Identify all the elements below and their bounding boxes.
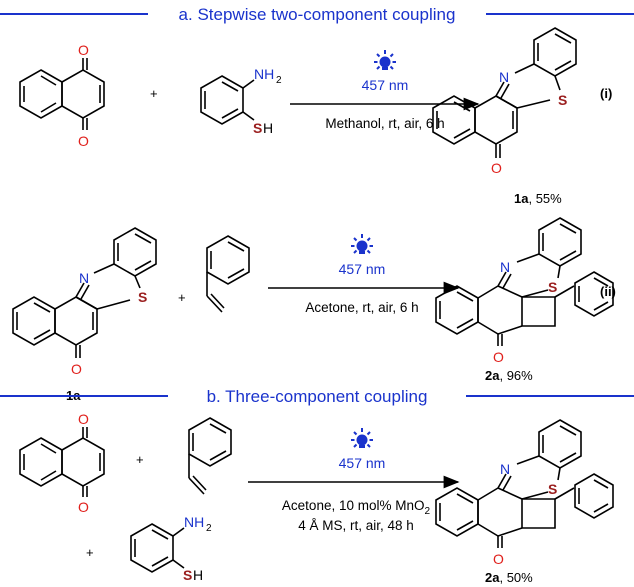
svg-text:S: S <box>548 481 557 497</box>
styrene-reactant-1 <box>206 235 250 313</box>
plus-sign-3: + <box>136 452 144 467</box>
svg-text:S: S <box>183 567 192 583</box>
svg-text:H: H <box>263 120 273 136</box>
svg-text:457 nm: 457 nm <box>362 77 409 93</box>
svg-text:S: S <box>138 289 147 305</box>
blue-lamp-icon <box>350 233 374 255</box>
svg-text:O: O <box>78 499 89 515</box>
svg-text:O: O <box>71 361 82 377</box>
svg-text:S: S <box>558 92 567 108</box>
blue-lamp-icon <box>373 49 397 71</box>
svg-text:S: S <box>548 279 557 295</box>
svg-text:Acetone, rt, air, 6 h: Acetone, rt, air, 6 h <box>305 300 418 315</box>
product-2a-structure-1: N S O <box>435 217 614 365</box>
svg-text:H: H <box>193 567 203 583</box>
svg-text:O: O <box>493 551 504 567</box>
svg-text:NH: NH <box>184 514 204 530</box>
svg-text:N: N <box>500 259 510 275</box>
svg-text:O: O <box>78 411 89 427</box>
reaction-arrow-3: 457 nm Acetone, 10 mol% MnO2 4 Å MS, rt,… <box>248 427 460 533</box>
product-2a-structure-2: N S O <box>435 419 614 567</box>
svg-text:O: O <box>493 349 504 365</box>
reactant-1a-structure: N S O <box>12 227 157 377</box>
reaction-tag-i: (i) <box>600 86 612 101</box>
svg-text:Methanol, rt, air, 6 h: Methanol, rt, air, 6 h <box>325 116 444 131</box>
product-2a-label-1: 2a, 96% <box>485 368 533 383</box>
svg-text:N: N <box>500 461 510 477</box>
product-1a-label: 1a, 55% <box>514 191 562 206</box>
product-2a-label-2: 2a, 50% <box>485 570 533 585</box>
styrene-reactant-2 <box>188 417 232 495</box>
reaction-tag-ii: (ii) <box>600 284 616 299</box>
naphthoquinone-reactant-1: O O <box>19 42 105 149</box>
blue-lamp-icon <box>350 427 374 449</box>
plus-sign-2: + <box>178 290 186 305</box>
svg-text:2: 2 <box>276 75 282 86</box>
svg-text:2: 2 <box>206 523 212 534</box>
reaction-arrow-2: 457 nm Acetone, rt, air, 6 h <box>268 233 460 315</box>
svg-text:NH: NH <box>254 66 274 82</box>
aminothiophenol-reactant-2: NH 2 S H <box>130 514 212 583</box>
product-1a-structure: N S O <box>432 27 577 176</box>
svg-text:457 nm: 457 nm <box>339 261 386 277</box>
section-b-title: b. Three-component coupling <box>207 387 428 406</box>
reaction-arrow-1: 457 nm Methanol, rt, air, 6 h <box>290 49 480 131</box>
svg-text:N: N <box>499 69 509 85</box>
svg-text:O: O <box>78 133 89 149</box>
svg-text:O: O <box>491 160 502 176</box>
svg-text:S: S <box>253 120 262 136</box>
plus-sign-1: + <box>150 86 158 101</box>
naphthoquinone-reactant-2: O O <box>19 411 105 515</box>
svg-text:Acetone, 10 mol% MnO2: Acetone, 10 mol% MnO2 <box>282 498 431 517</box>
aminothiophenol-reactant-1: NH 2 S H <box>200 66 282 136</box>
section-a-title: a. Stepwise two-component coupling <box>179 5 456 24</box>
svg-text:4 Å MS, rt, air, 48 h: 4 Å MS, rt, air, 48 h <box>298 518 414 533</box>
svg-text:N: N <box>79 270 89 286</box>
svg-text:457 nm: 457 nm <box>339 455 386 471</box>
plus-sign-4: + <box>86 545 94 560</box>
svg-text:O: O <box>78 42 89 58</box>
